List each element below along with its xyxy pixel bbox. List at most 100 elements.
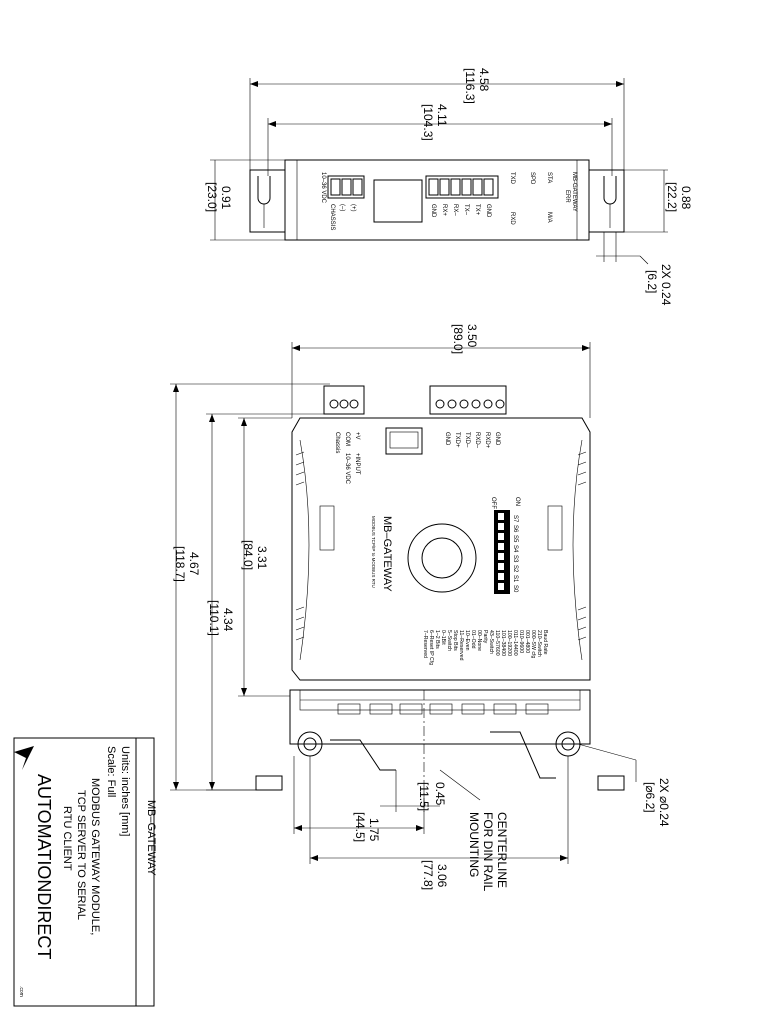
dim-0-45: 0.45 xyxy=(433,782,447,806)
top-power-term-2: CHASSIS xyxy=(329,204,335,230)
top-led-spd: SPD xyxy=(529,172,535,185)
title-part: MB–GATEWAY xyxy=(145,800,157,876)
dim-1-75: 1.75 xyxy=(367,818,381,842)
switch-s5: S5 xyxy=(512,535,518,543)
dim-hole: 2X ⌀0.24 xyxy=(657,778,671,827)
config-line: 210–Switch xyxy=(536,630,542,657)
dim-0-91: 0.91 xyxy=(219,186,233,210)
top-led-sta: STA xyxy=(546,172,552,183)
centerline-note-2: MOUNTING xyxy=(467,812,481,877)
config-line: 01–Odd xyxy=(470,630,476,649)
front-dip-switch xyxy=(494,510,510,594)
top-module-label: MB-GATEWAY xyxy=(571,172,577,212)
dim-4-67: 4.67 xyxy=(187,552,201,576)
front-power-note-0: +INPUT xyxy=(354,453,360,475)
top-serial-term-5: GND xyxy=(430,204,436,218)
top-led-rxd: RXD xyxy=(509,212,515,225)
switch-off-label: OFF xyxy=(490,497,496,509)
config-line: 000–SW cfg xyxy=(530,630,536,658)
dim-0-88: 0.88 xyxy=(679,186,693,210)
dim-slot-mm: [6.2] xyxy=(645,270,659,293)
dim-0-91-mm: [23.0] xyxy=(205,182,219,212)
title-scale: Scale: Full xyxy=(105,746,117,797)
config-line: 101–38400 xyxy=(500,630,506,656)
top-power-term-0: (+) xyxy=(350,204,356,212)
dim-hole-mm: [⌀6.2] xyxy=(643,782,657,813)
top-led-txd: TXD xyxy=(509,172,515,185)
dim-3-06-mm: [77.8] xyxy=(421,860,435,890)
config-line: 001–4800 xyxy=(524,630,530,653)
brand-arrow-icon xyxy=(14,746,34,770)
config-line: 100–19200 xyxy=(506,630,512,656)
top-led-err: ERR xyxy=(564,190,570,203)
top-serial-terminal xyxy=(425,175,499,199)
top-serial-term-3: RX– xyxy=(452,204,458,216)
switch-s3: S3 xyxy=(512,555,518,563)
front-serial-term-0: GND xyxy=(494,432,500,446)
config-line: Parity xyxy=(482,630,488,644)
config-line: 5–Switch xyxy=(446,630,452,651)
switch-s6: S6 xyxy=(512,525,518,533)
brand-logo: AUTOMATIONDIRECT xyxy=(34,774,54,959)
title-block: MB–GATEWAY Units: inches [mm] Scale: Ful… xyxy=(13,737,157,1007)
front-serial-terminal xyxy=(429,385,507,415)
front-serial-term-5: GND xyxy=(444,432,450,446)
dim-0-88-mm: [22.2] xyxy=(665,182,679,212)
top-serial-term-4: RX+ xyxy=(441,204,447,216)
config-line: Stop Bits xyxy=(452,630,458,651)
top-serial-term-0: GND xyxy=(485,204,491,218)
dim-4-11: 4.11 xyxy=(435,104,449,127)
switch-s2: S2 xyxy=(512,565,518,573)
front-power-term-2: Chassis xyxy=(334,432,340,453)
front-power-note-1: 10–36 VDC xyxy=(344,453,350,485)
dim-3-31-mm: [84.0] xyxy=(241,540,255,570)
dim-3-50: 3.50 xyxy=(465,324,479,348)
config-line: 1–2 Bits xyxy=(434,630,440,649)
config-line: 7–Reserved xyxy=(422,630,428,658)
dim-4-34: 4.34 xyxy=(221,608,235,632)
dim-3-06: 3.06 xyxy=(435,864,449,888)
top-view: 10–36 VDC (–) (+) CHASSIS GND RX+ RX– TX… xyxy=(205,68,693,306)
config-line: 10–Even xyxy=(464,630,470,651)
config-line: 011–14400 xyxy=(512,630,518,656)
top-led-ma: M/A xyxy=(546,212,552,223)
front-serial-term-1: RXD+ xyxy=(484,432,490,449)
din-rail-clip xyxy=(255,689,625,791)
front-serial-term-2: RXD– xyxy=(474,432,480,449)
front-power-term-1: COM xyxy=(344,432,350,446)
config-line: 6–Reset IP Cfg xyxy=(428,630,434,665)
switch-s1: S1 xyxy=(512,575,518,583)
top-power-term-1: (–) xyxy=(339,204,345,211)
config-line: 010–9600 xyxy=(518,630,524,653)
dim-4-58: 4.58 xyxy=(477,68,491,92)
top-left-bracket xyxy=(249,169,286,233)
dim-4-58-mm: [116.3] xyxy=(463,68,477,104)
brand-suffix: .com xyxy=(18,986,24,997)
front-label: MB–GATEWAY xyxy=(381,516,393,592)
front-power-term-0: +V xyxy=(354,432,360,440)
switch-on-label: ON xyxy=(514,497,520,506)
dim-0-45-mm: [11.5] xyxy=(417,782,431,811)
dim-4-67-mm: [118.7] xyxy=(173,546,187,582)
top-rj45-port xyxy=(373,179,423,223)
config-line: 11–Reserved xyxy=(458,630,464,661)
front-center-dial xyxy=(407,523,477,593)
front-power-terminal xyxy=(323,385,365,415)
top-power-terminal xyxy=(327,175,365,199)
front-serial-term-4: TXD+ xyxy=(454,432,460,448)
dim-4-34-mm: [110.1] xyxy=(207,600,221,636)
dim-3-31: 3.31 xyxy=(255,546,269,570)
config-line: Baud Rate xyxy=(542,630,548,655)
title-desc-1: TCP SERVER TO SERIAL xyxy=(75,790,87,920)
top-power-label: 10–36 VDC xyxy=(320,172,326,204)
switch-s0: S0 xyxy=(512,585,518,593)
title-desc-0: MODBUS GATEWAY MODULE, xyxy=(89,778,101,935)
dim-1-75-mm: [44.5] xyxy=(353,812,367,842)
front-sublabel: MODBUS TCP/IP to MODBUS RTU xyxy=(371,516,376,588)
config-line: 110–57600 xyxy=(494,630,500,656)
config-table: Baud Rate 210–Switch 000–SW cfg 001–4800… xyxy=(422,630,548,665)
front-serial-term-3: TXD– xyxy=(464,432,470,448)
title-desc-2: RTU CLIENT xyxy=(61,806,73,871)
